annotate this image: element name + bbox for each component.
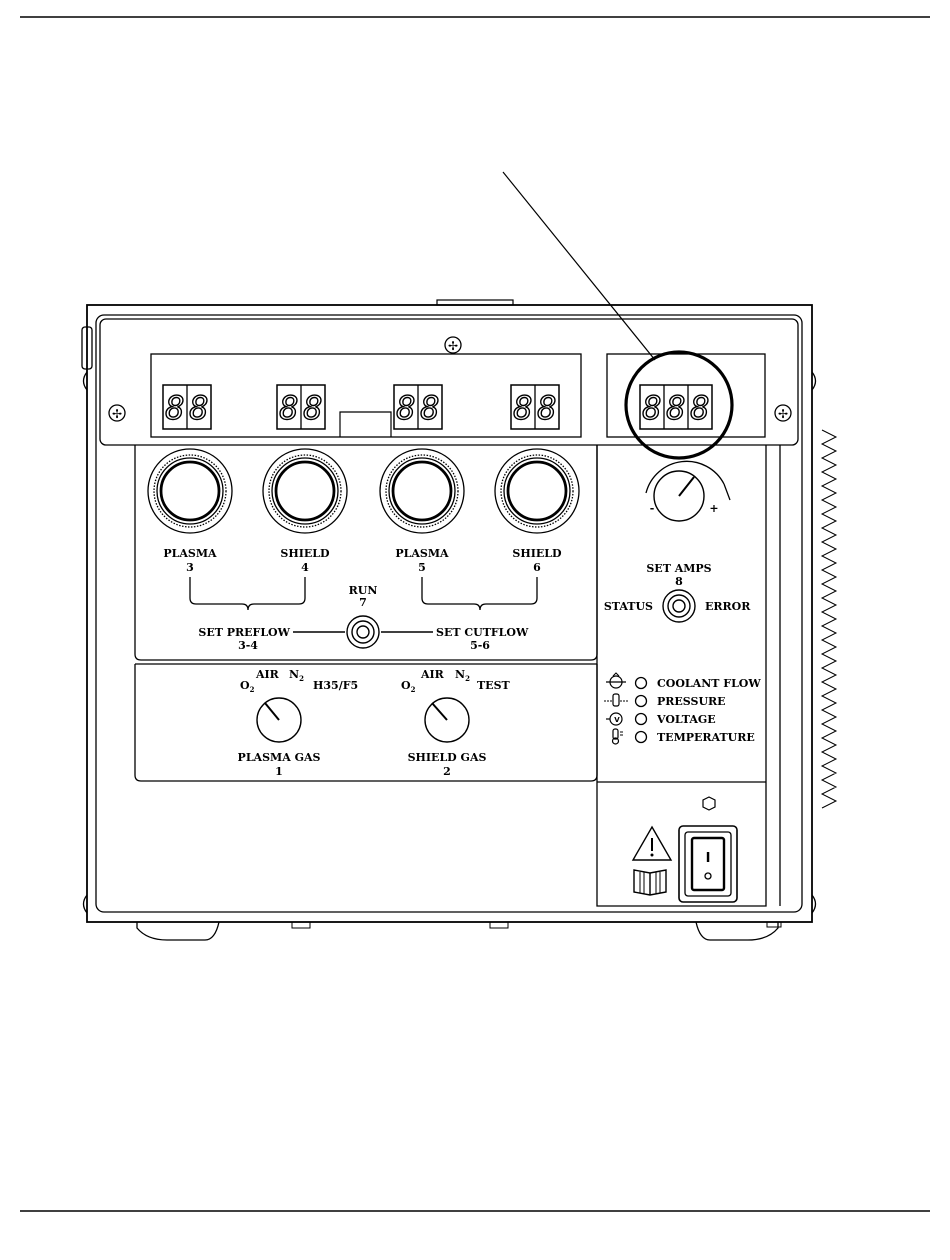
svg-text:✢: ✢ bbox=[448, 339, 458, 353]
shield-cutflow-knob[interactable] bbox=[495, 449, 579, 533]
svg-text:V: V bbox=[614, 716, 620, 724]
knob-num-1: 3 bbox=[186, 561, 194, 574]
display-digit: 8 bbox=[690, 389, 709, 427]
plasma-n2: N2 bbox=[289, 668, 304, 683]
warning-icon bbox=[633, 827, 671, 860]
indicator-label-coolant: COOLANT FLOW bbox=[657, 677, 761, 690]
plasma-gas-knob[interactable] bbox=[257, 698, 301, 742]
display-digit: 8 bbox=[396, 389, 415, 427]
status-label: STATUS bbox=[604, 600, 653, 613]
shield-preflow-knob[interactable] bbox=[263, 449, 347, 533]
shield-gas-knob[interactable] bbox=[425, 698, 469, 742]
shield-gas-num: 2 bbox=[443, 765, 451, 778]
preflow-label: SET PREFLOW bbox=[198, 626, 290, 639]
knob-label-2: SHIELD bbox=[280, 547, 330, 560]
plasma-gas-label: PLASMA GAS bbox=[238, 751, 321, 764]
display-digit: 8 bbox=[666, 389, 685, 427]
display-digit: 8 bbox=[189, 389, 208, 427]
plasma-h35: H35/F5 bbox=[313, 679, 358, 692]
shield-gas-label: SHIELD GAS bbox=[408, 751, 487, 764]
display-digit: 8 bbox=[537, 389, 556, 427]
screw-left: ✢ bbox=[109, 405, 125, 421]
voltage-icon: V bbox=[606, 713, 622, 725]
manual-icon bbox=[634, 870, 666, 895]
knob-label-4: SHIELD bbox=[512, 547, 562, 560]
shield-gas-options: O2 AIR N2 TEST bbox=[401, 668, 511, 694]
screw-right: ✢ bbox=[775, 405, 791, 421]
pressure-icon bbox=[604, 694, 628, 706]
indicator-label-voltage: VOLTAGE bbox=[656, 713, 716, 726]
set-amps-label: SET AMPS bbox=[646, 562, 711, 575]
run-button[interactable] bbox=[347, 616, 379, 648]
shield-test: TEST bbox=[477, 679, 511, 692]
display-digit: 8 bbox=[303, 389, 322, 427]
knob-num-4: 6 bbox=[533, 561, 541, 574]
knob-num-3: 5 bbox=[418, 561, 426, 574]
power-switch[interactable]: I bbox=[679, 826, 737, 902]
coolant-flow-icon bbox=[606, 673, 626, 688]
display-digit: 8 bbox=[642, 389, 661, 427]
amps-plus: + bbox=[709, 502, 718, 515]
power-switch-on-label: I bbox=[706, 851, 711, 866]
display-digit: 8 bbox=[513, 389, 532, 427]
plasma-gas-options: O2 AIR N2 H35/F5 bbox=[240, 668, 358, 694]
plasma-air: AIR bbox=[255, 668, 280, 681]
preflow-bracket bbox=[190, 577, 305, 610]
indicator-led-pressure bbox=[636, 696, 647, 707]
shield-o2: O2 bbox=[401, 679, 416, 694]
indicator-led-temperature bbox=[636, 732, 647, 743]
plasma-gas-num: 1 bbox=[275, 765, 283, 778]
indicator-led-voltage bbox=[636, 714, 647, 725]
display-digit: 8 bbox=[279, 389, 298, 427]
display-separator bbox=[340, 412, 391, 437]
screw-top: ✢ bbox=[445, 337, 461, 353]
display-digit: 8 bbox=[165, 389, 184, 427]
error-label: ERROR bbox=[705, 600, 751, 613]
cutflow-bracket bbox=[422, 577, 537, 610]
plasma-cutflow-knob[interactable] bbox=[380, 449, 464, 533]
plasma-preflow-knob[interactable] bbox=[148, 449, 232, 533]
cutflow-num: 5-6 bbox=[470, 639, 490, 652]
temperature-icon bbox=[613, 729, 624, 744]
svg-text:✢: ✢ bbox=[778, 407, 788, 421]
display-digit: 8 bbox=[420, 389, 439, 427]
cutflow-label: SET CUTFLOW bbox=[436, 626, 529, 639]
plasma-o2: O2 bbox=[240, 679, 255, 694]
indicator-label-pressure: PRESSURE bbox=[657, 695, 726, 708]
indicator-led-coolant bbox=[636, 678, 647, 689]
amps-minus: - bbox=[650, 502, 655, 515]
svg-text:✢: ✢ bbox=[112, 407, 122, 421]
callout-leader bbox=[503, 172, 655, 360]
knob-label-3: PLASMA bbox=[395, 547, 449, 560]
cooling-fins bbox=[822, 430, 836, 808]
run-num: 7 bbox=[359, 596, 367, 609]
knob-num-2: 4 bbox=[301, 561, 309, 574]
set-amps-button[interactable] bbox=[663, 590, 695, 622]
shield-n2: N2 bbox=[455, 668, 470, 683]
knob-labels: PLASMA 3 SHIELD 4 PLASMA 5 SHIELD 6 bbox=[163, 547, 562, 574]
hex-nut-icon bbox=[703, 797, 715, 810]
indicator-label-temperature: TEMPERATURE bbox=[657, 731, 755, 744]
knob-label-1: PLASMA bbox=[163, 547, 217, 560]
shield-air: AIR bbox=[420, 668, 445, 681]
set-amps-num: 8 bbox=[675, 575, 683, 588]
preflow-num: 3-4 bbox=[238, 639, 258, 652]
